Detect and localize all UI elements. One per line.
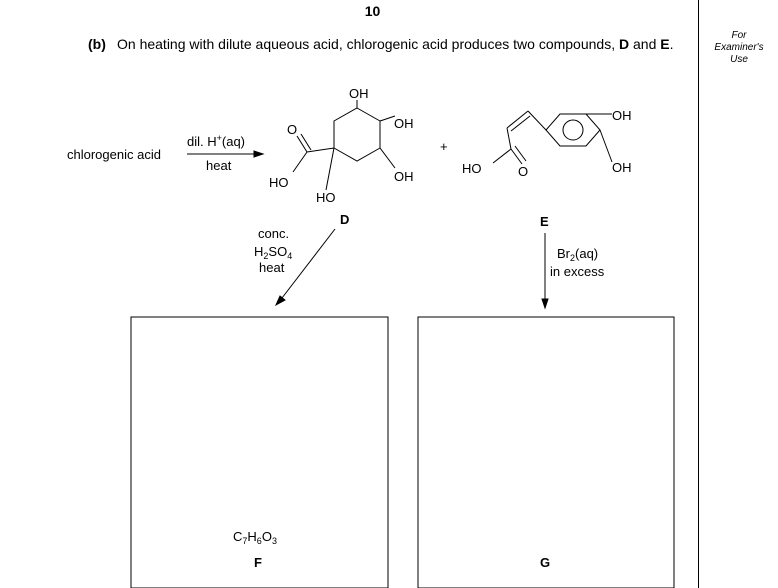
question-text: On heating with dilute aqueous acid, chl… [117,36,689,52]
compound-d-bond-ring-oh [325,147,335,191]
question-label: (b) [88,36,106,52]
compound-d-oh-upper-right: OH [394,116,414,131]
compound-d-bond-carboxyl [306,147,335,153]
compound-d-bond-lower-oh [379,147,396,169]
compound-e-oh-top: OH [612,108,632,123]
compound-d-carbonyl-bond-2 [300,133,312,151]
d-to-f-arrow-shaft [281,228,336,299]
compound-e-aromatic-circle [562,119,584,141]
answer-box-g [417,316,675,588]
examiner-use-label: For Examiner's Use [700,30,778,66]
compound-d-ring [333,107,381,162]
product-d-label: D [340,212,349,227]
question-text-part2: and [629,36,661,52]
compound-d-bond-acid-oh [292,151,308,173]
e-to-g-arrowhead [541,298,549,310]
compound-e-alkene-bond-1 [506,110,529,129]
question-compound-d: D [618,36,630,52]
examiner-line-1: For [731,30,747,41]
plus-sign: + [440,139,448,154]
step-d-line2: H2SO4 [254,244,292,261]
step1-reagent: dil. H+(aq) [187,133,245,149]
d-to-f-arrowhead [274,295,286,307]
compound-d-oh-top: OH [349,86,369,101]
question-text-part3: . [669,36,674,52]
compound-d-carbonyl-o: O [287,122,297,137]
compound-d-carbonyl-bond-1 [296,135,308,153]
step-e-line2: in excess [550,264,605,279]
compound-d-oh-lower-right: OH [394,169,414,184]
compound-e-bond-alkene-start [506,127,512,150]
compound-e-carbonyl-bond-1 [510,148,523,165]
compound-d-ring-ho: HO [316,190,336,205]
compound-e-bond-lower-oh [599,129,613,163]
reactant-label: chlorogenic acid [67,147,161,162]
step-d-line1: conc. [258,226,289,241]
compound-e-bond-ho-c [492,148,512,164]
compound-e-benzene-ring [545,113,601,147]
compound-e-alkene-bond-2 [510,115,531,132]
box-f-label: F [254,555,262,570]
box-g-label: G [540,555,550,570]
compound-e-carbonyl-bond-2 [514,145,527,162]
question-text-part1: On heating with dilute aqueous acid, chl… [117,36,619,52]
answer-box-f [130,316,389,588]
step-d-line3: heat [259,260,285,275]
compound-e-carbonyl-o: O [518,164,528,179]
examiner-column-rule [698,0,699,588]
formula-f: C7H6O3 [233,529,277,546]
examiner-line-2: Examiner's [714,42,764,53]
compound-d-bond-upper-oh [379,115,396,122]
compound-e-oh-lower: OH [612,160,632,175]
question-compound-e: E [660,36,670,52]
examiner-line-3: Use [730,54,748,65]
page-number: 10 [364,3,381,19]
compound-d-acid-ho: HO [269,175,289,190]
product-e-label: E [540,214,549,229]
step-e-line1: Br2(aq) [557,246,598,263]
compound-e-ho: HO [462,161,482,176]
compound-e-bond-to-ring [527,110,547,131]
step1-condition: heat [206,158,232,173]
step1-arrowhead [253,150,265,158]
